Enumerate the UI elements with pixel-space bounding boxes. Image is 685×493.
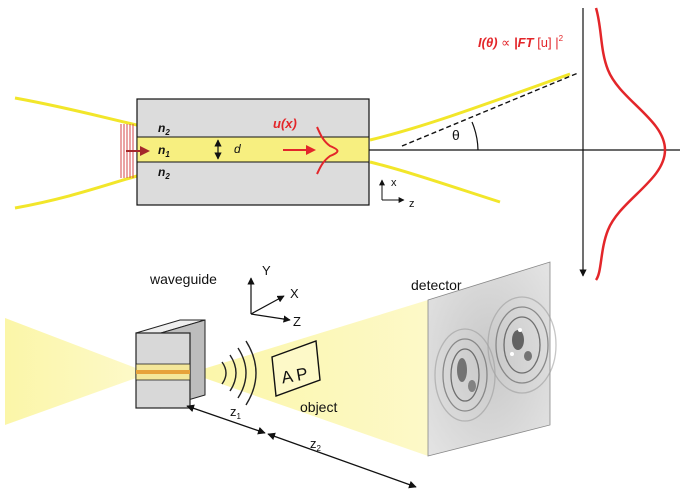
emitted-wavefronts (221, 340, 257, 406)
angle-label: θ (452, 127, 460, 143)
object-plate (271, 340, 321, 397)
waveguide-block (135, 319, 206, 409)
far-field-intensity-curve (594, 7, 667, 281)
object-label: object (300, 399, 337, 415)
field-label: u(x) (273, 116, 297, 131)
waveguide-core (136, 136, 370, 163)
outgoing-beam-upper (369, 72, 571, 142)
axis-x-label: x (391, 177, 397, 189)
top-panel-waveguide-schematic: n2 n1 n2 d u(x) θ I(θ) ∝ |FT [u] |2 x z (14, 7, 680, 281)
layer-n2-top: n2 (158, 121, 170, 137)
waveguide-label: waveguide (149, 271, 217, 287)
diffraction-pattern (434, 296, 557, 422)
axis-y-label: Y (262, 263, 271, 278)
incoming-beam-lower (14, 174, 138, 210)
axis-z-label: z (409, 198, 415, 210)
detector-screen (427, 261, 557, 457)
axis-x3d-label: X (290, 286, 299, 301)
detector-label: detector (411, 277, 462, 293)
z1-label: z1 (230, 404, 242, 421)
intensity-formula: I(θ) ∝ |FT [u] |2 (478, 34, 564, 50)
layer-n1-core: n1 (158, 143, 170, 159)
bottom-panel-setup: A P object detector wav (5, 261, 557, 489)
angle-arc (471, 121, 479, 151)
axis-z3d-label: Z (293, 314, 301, 329)
thickness-label: d (234, 142, 241, 156)
xyz-axes: Y X Z (247, 263, 301, 329)
beam-direction-dashed (401, 72, 579, 147)
incoming-beam-upper (14, 96, 138, 127)
object-letters: A P (280, 364, 309, 387)
layer-n2-bottom: n2 (158, 165, 170, 181)
z2-label: z2 (310, 436, 322, 453)
distance-markers: z1 z2 (186, 404, 417, 489)
mode-profile (316, 126, 339, 175)
outgoing-beam-lower (369, 160, 501, 204)
diffraction-cores (457, 328, 532, 392)
xz-axes: x z (379, 177, 415, 210)
incoming-cone (5, 318, 136, 425)
